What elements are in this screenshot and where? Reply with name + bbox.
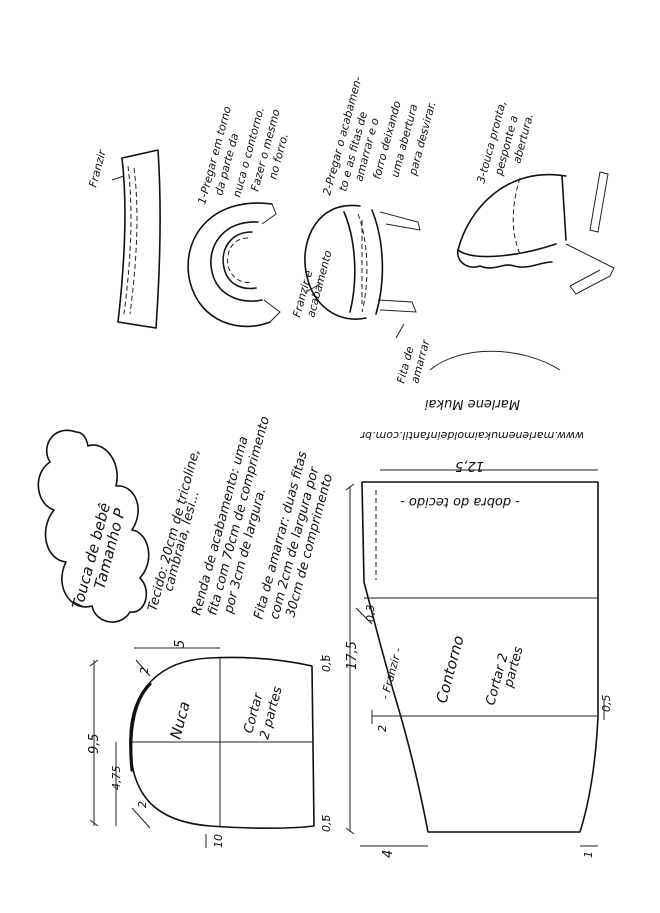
franzir-top-label: Franzir bbox=[86, 147, 109, 188]
contorno-dim-bottom-left: 4 bbox=[381, 850, 396, 858]
piece-nuca bbox=[89, 647, 330, 848]
step3-illustration bbox=[457, 171, 615, 295]
nuca-dim-right-top: 0,5 bbox=[320, 655, 333, 673]
nuca-dim-corner-low: 2 bbox=[136, 801, 149, 808]
nuca-dim-half: 4,75 bbox=[110, 766, 123, 791]
website: www.marlenemukaimoldeinfantil.com.br bbox=[359, 429, 584, 442]
contorno-dim-bottom-right: 1 bbox=[582, 851, 595, 858]
gathered-strip-illustration bbox=[111, 149, 161, 329]
contorno-franzir: - Franzir - bbox=[378, 646, 404, 700]
step1-text: 1-Pregar em torno da parte da nuca o con… bbox=[195, 105, 291, 206]
materials-text: Tecido: 20cm de tricoline, cambraia, les… bbox=[145, 415, 336, 621]
contorno-dim-length: 17,5 bbox=[345, 641, 360, 670]
contorno-name: Contorno bbox=[432, 634, 467, 705]
step1-illustration bbox=[187, 202, 281, 328]
signature-flourish bbox=[429, 350, 561, 371]
nuca-dim-right-bottom: 0,5 bbox=[320, 815, 333, 833]
nuca-name: Nuca bbox=[166, 700, 193, 742]
contorno-dim-gather: 0,3 bbox=[364, 605, 377, 623]
nuca-dim-bottom: 10 bbox=[212, 834, 225, 848]
contorno-fold: - dobra do tecido - bbox=[400, 494, 520, 509]
title-cloud bbox=[37, 429, 150, 623]
contorno-dim-right: 0,5 bbox=[600, 695, 613, 713]
contorno-dim-width: 12,5 bbox=[455, 458, 484, 473]
piece-contorno bbox=[345, 469, 605, 847]
nuca-dim-corner-high: 2 bbox=[138, 667, 151, 674]
signature: Marlene Mukai bbox=[425, 396, 520, 411]
step3-text: 3-touca pronta, pesponte a abertura. bbox=[474, 99, 536, 184]
nuca-dim-height: 9,5 bbox=[87, 733, 102, 754]
step2-text: 2-Pregar o acabamen- to e as fitas de am… bbox=[320, 75, 438, 197]
contorno-dim-step: 2 bbox=[376, 725, 389, 732]
step2-illustration bbox=[304, 204, 421, 320]
nuca-dim-top: 5 bbox=[173, 640, 188, 648]
